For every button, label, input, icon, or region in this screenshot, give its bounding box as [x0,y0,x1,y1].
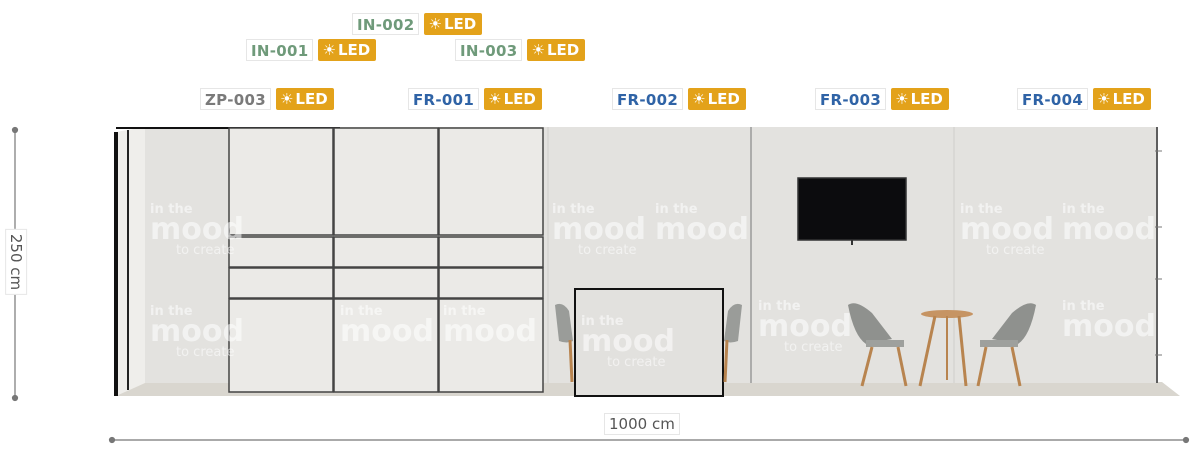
table [918,310,973,387]
component-code: FR-001 [408,88,480,110]
label-in-001: IN-001 ☀LED [246,38,377,62]
label-in-002: IN-002 ☀LED [352,12,483,36]
led-badge: ☀LED [527,39,586,61]
component-code: ZP-003 [200,88,271,110]
chair [723,303,742,383]
sun-icon: ☀ [488,89,502,108]
chair [976,303,1036,387]
led-badge: ☀LED [484,88,542,110]
width-dimension-label: 1000 cm [604,413,680,435]
left-side-wall [116,127,145,396]
component-code: IN-001 [246,39,314,61]
component-code: FR-002 [612,88,684,110]
led-badge: ☀LED [275,88,334,110]
storage-cabinets [228,127,544,393]
reception-counter [574,288,724,397]
led-badge: ☀LED [318,39,377,61]
chair [848,303,908,387]
component-code: FR-003 [815,88,887,110]
label-zp-003: ZP-003 ☀LED [200,87,334,111]
width-dimension-line [108,436,1190,444]
sun-icon: ☀ [428,14,442,33]
component-code: IN-002 [352,13,420,35]
label-fr-002: FR-002 ☀LED [612,87,746,111]
label-in-003: IN-003 ☀LED [455,38,586,62]
label-fr-003: FR-003 ☀LED [815,87,949,111]
led-badge: ☀LED [891,88,949,110]
sun-icon: ☀ [322,40,336,59]
sun-icon: ☀ [279,89,294,108]
component-code: FR-004 [1017,88,1089,110]
label-fr-001: FR-001 ☀LED [408,87,542,111]
sun-icon: ☀ [895,89,909,108]
height-dimension-label: 250 cm [5,228,28,296]
label-fr-004: FR-004 ☀LED [1017,87,1151,111]
sun-icon: ☀ [531,40,545,59]
led-badge: ☀LED [424,13,483,35]
chair [555,303,574,383]
led-badge: ☀LED [688,88,746,110]
sun-icon: ☀ [692,89,706,108]
led-badge: ☀LED [1093,88,1151,110]
tv-screen [797,177,907,245]
component-code: IN-003 [455,39,523,61]
sun-icon: ☀ [1097,89,1111,108]
